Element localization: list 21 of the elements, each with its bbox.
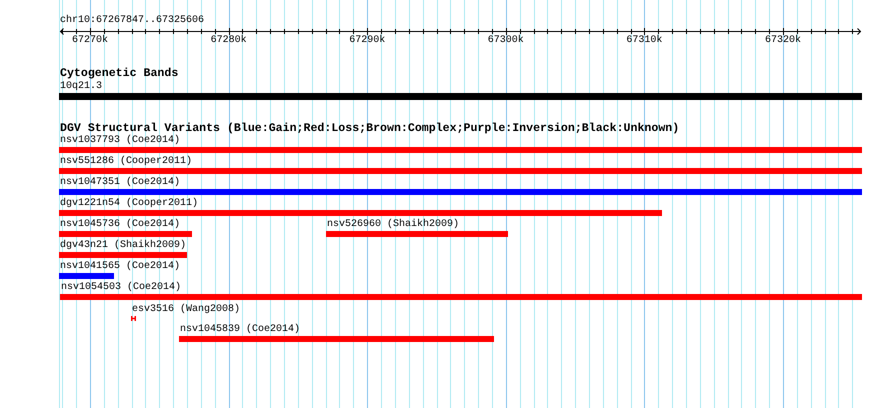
- variant-label: nsv1047351 (Coe2014): [60, 178, 180, 188]
- variant-label: nsv1041565 (Coe2014): [60, 262, 180, 272]
- tick-label: 67290k: [349, 36, 386, 46]
- variant-label: nsv1045839 (Coe2014): [180, 325, 300, 335]
- variant-label: nsv1054503 (Coe2014): [61, 283, 182, 293]
- tick-label: 67270k: [72, 36, 108, 46]
- variant-label: nsv1037793 (Coe2014): [60, 136, 180, 146]
- track-title: Cytogenetic Bands: [60, 68, 178, 80]
- variant-label: dgv43n21 (Shaikh2009): [60, 241, 186, 251]
- band-label: 10q21.3: [60, 82, 102, 92]
- tick-label: 67300k: [488, 36, 524, 46]
- variant-label: nsv1045736 (Coe2014): [60, 220, 180, 230]
- variant-label: nsv526960 (Shaikh2009): [327, 220, 460, 230]
- tick-label: 67310k: [626, 36, 662, 46]
- tick-label: 67280k: [210, 36, 247, 46]
- variant-label: esv3516 (Wang2008): [132, 305, 240, 315]
- region-coordinates: chr10:67267847..67325606: [60, 16, 204, 26]
- tick-label: 67320k: [765, 36, 802, 46]
- variant-label: dgv1221n54 (Cooper2011): [60, 199, 198, 209]
- track-title: DGV Structural Variants (Blue:Gain;Red:Loss;Brown:Complex;Purple:Inversion;Black:Unknown): [60, 123, 680, 135]
- variant-label: nsv551286 (Cooper2011): [60, 157, 192, 167]
